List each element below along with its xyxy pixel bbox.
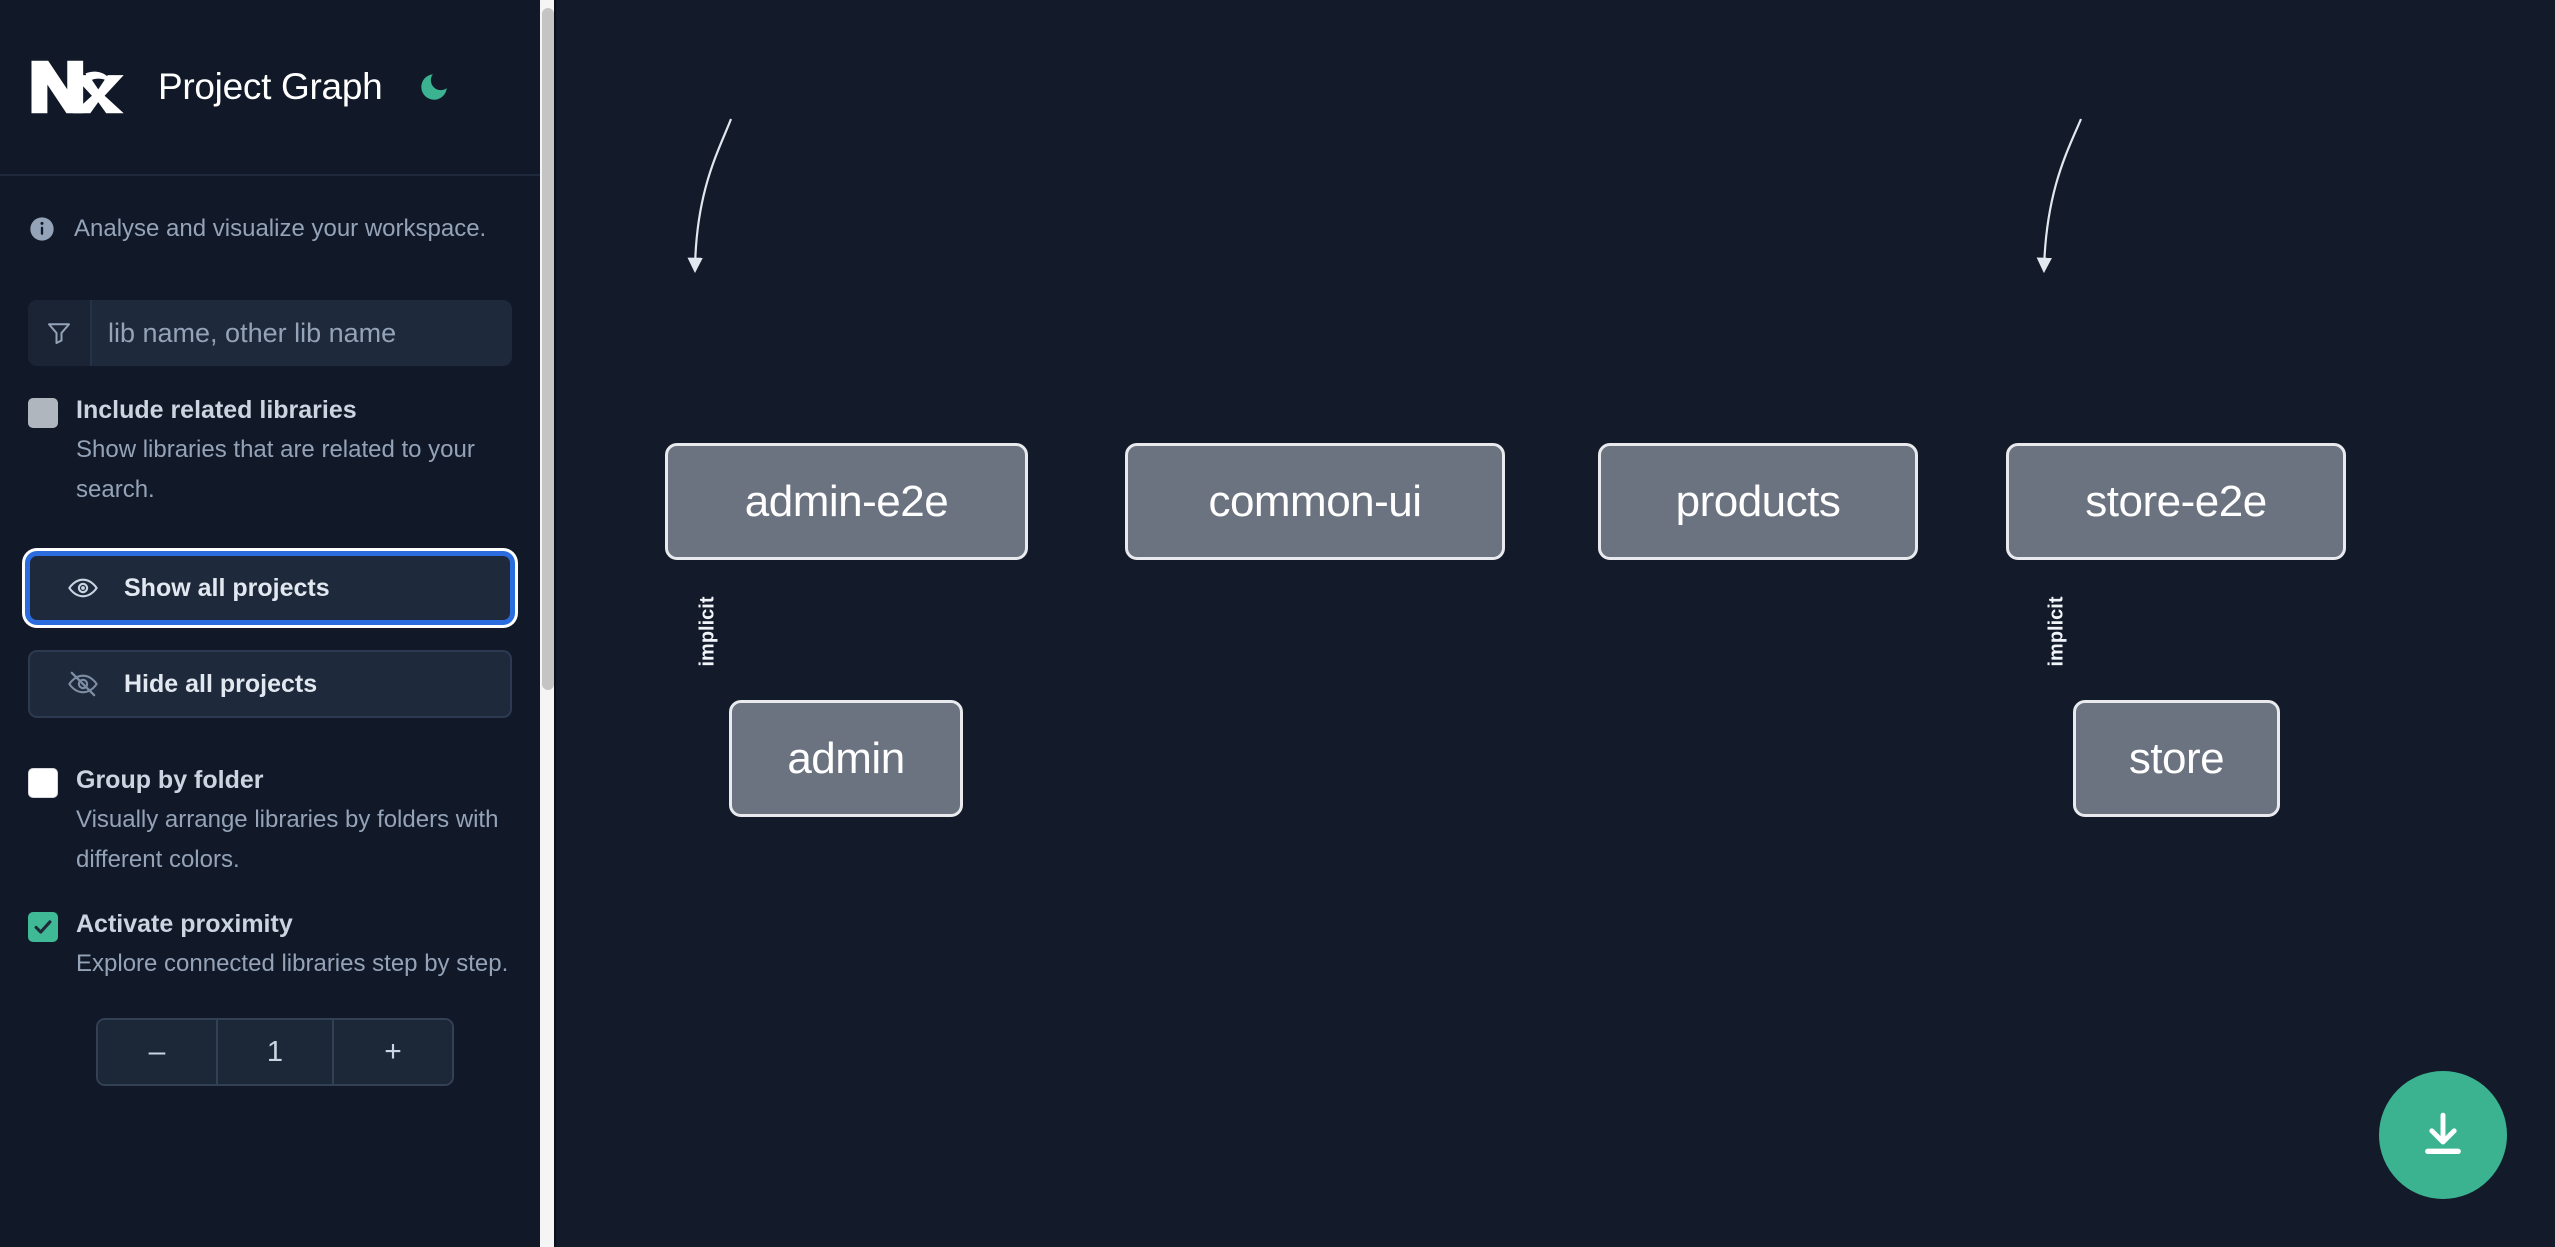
activate-proximity-label: Activate proximity (76, 910, 293, 938)
checkbox-row: Group by folder (28, 764, 512, 798)
activate-proximity-checkbox[interactable] (28, 912, 58, 942)
sidebar: Project Graph Analyse and visualize yo (0, 0, 556, 1247)
workspace-info-text: Analyse and visualize your workspace. (74, 215, 487, 242)
graph-node-admin-e2e[interactable]: admin-e2e (665, 443, 1028, 560)
graph-node-store[interactable]: store (2073, 700, 2280, 817)
hide-all-projects-label: Hide all projects (124, 669, 318, 698)
search-input[interactable] (92, 300, 512, 366)
graph-node-store-e2e[interactable]: store-e2e (2006, 443, 2346, 560)
checkbox-row: Activate proximity (28, 908, 512, 942)
sidebar-header: Project Graph (0, 0, 540, 176)
include-related-libraries-checkbox[interactable] (28, 398, 58, 428)
graph-node-admin[interactable]: admin (729, 700, 963, 817)
group-by-folder-description: Visually arrange libraries by folders wi… (76, 806, 499, 873)
graph-node-label: admin (787, 733, 905, 783)
graph-node-label: admin-e2e (744, 476, 949, 526)
checkbox-activate-proximity: Activate proximity Explore connected lib… (0, 908, 540, 984)
checkbox-group-by-folder: Group by folder Visually arrange librari… (0, 764, 540, 880)
include-related-libraries-description: Show libraries that are related to your … (76, 436, 475, 503)
graph-node-label: products (1675, 476, 1841, 526)
proximity-increment-button[interactable]: + (334, 1020, 452, 1084)
filter-field[interactable] (28, 300, 512, 366)
download-button[interactable] (2379, 1071, 2507, 1199)
edge-admin-e2e-admin (687, 118, 733, 274)
funnel-icon (28, 300, 92, 366)
proximity-stepper: – 1 + (96, 1018, 454, 1086)
checkbox-include-related-libraries: Include related libraries Show libraries… (0, 394, 540, 510)
checkbox-row: Include related libraries (28, 394, 512, 428)
page-title: Project Graph (158, 66, 383, 107)
eye-off-icon (62, 668, 104, 700)
projects-visibility-buttons: Show all projects Hide all projects (0, 554, 540, 718)
hide-all-projects-button[interactable]: Hide all projects (28, 650, 512, 718)
nx-logo (28, 56, 124, 118)
eye-icon (62, 572, 104, 604)
show-all-projects-button[interactable]: Show all projects (28, 554, 512, 622)
group-by-folder-checkbox[interactable] (28, 768, 58, 798)
graph-node-common-ui[interactable]: common-ui (1125, 443, 1505, 560)
proximity-decrement-button[interactable]: – (98, 1020, 216, 1084)
graph-node-label: store-e2e (2085, 476, 2267, 526)
moon-icon[interactable] (414, 67, 454, 107)
graph-node-products[interactable]: products (1598, 443, 1918, 560)
activate-proximity-description: Explore connected libraries step by step… (76, 950, 509, 977)
check-icon (34, 920, 52, 934)
show-all-projects-label: Show all projects (124, 573, 330, 602)
workspace-info: Analyse and visualize your workspace. (0, 208, 540, 250)
graph-edges (687, 118, 2083, 274)
sidebar-divider (554, 0, 556, 1247)
proximity-value: 1 (216, 1020, 334, 1084)
edge-store-e2e-store (2036, 118, 2083, 274)
download-icon (2425, 1112, 2461, 1155)
graph-node-label: common-ui (1208, 476, 1422, 526)
graph-node-label: store (2128, 733, 2225, 783)
proximity-stepper-wrap: – 1 + (0, 1018, 540, 1086)
sidebar-content: Project Graph Analyse and visualize yo (0, 0, 540, 1247)
group-by-folder-label: Group by folder (76, 766, 264, 794)
include-related-libraries-label: Include related libraries (76, 396, 357, 424)
graph-canvas[interactable]: admin-e2e common-ui products store-e2e a… (556, 0, 2555, 1247)
sidebar-scrollbar-thumb[interactable] (542, 8, 554, 690)
sidebar-scrollbar[interactable] (540, 0, 556, 1247)
info-circle-icon (28, 215, 56, 243)
